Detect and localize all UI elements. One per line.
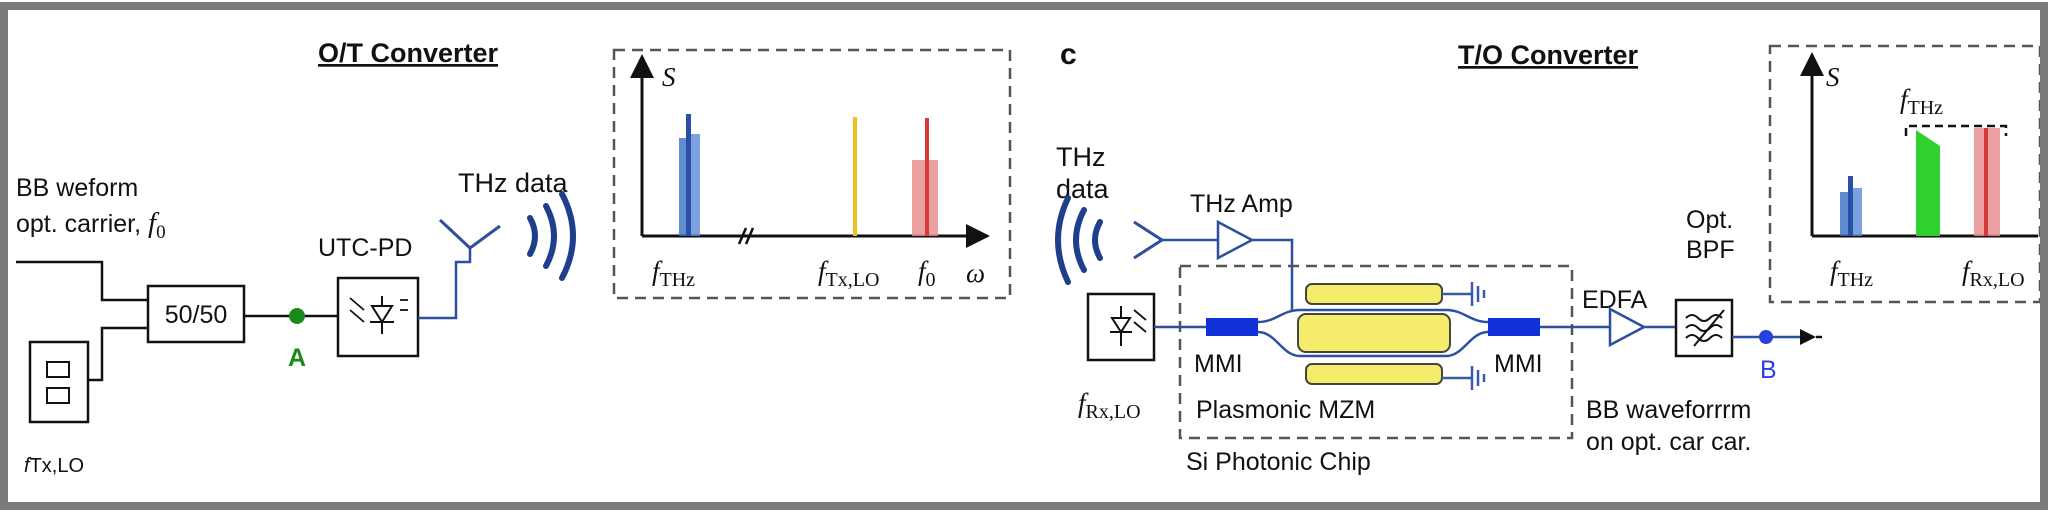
left-spec-yellow-line	[853, 117, 857, 236]
thz-data-label-right-1: THz	[1056, 142, 1106, 172]
plasmonic-mzm	[1297, 283, 1451, 385]
rx-antenna-icon	[1133, 220, 1163, 260]
right-spec-blue-bar-1	[1840, 192, 1850, 236]
splitter-label: 50/50	[165, 301, 228, 329]
mmi-right-label: MMI	[1494, 350, 1543, 378]
left-inset-label-fthz: fTHz	[652, 256, 695, 291]
mmi-left-label: MMI	[1194, 350, 1243, 378]
left-inset-label-ftxlo: fTx,LO	[818, 256, 879, 291]
tx-lo-label: fTx,LO	[24, 455, 84, 477]
right-spec-blue-bar-2	[1848, 176, 1853, 236]
left-spec-blue-bar-1	[679, 138, 689, 236]
ot-converter: O/T Converter BB weform opt. carrier, f0…	[16, 38, 1012, 477]
si-photonic-chip-box	[1178, 264, 1574, 440]
mmi-left-block	[1206, 318, 1258, 336]
output-label-2: on opt. car car.	[1586, 428, 1751, 456]
pd-to-antenna-line	[418, 248, 472, 320]
plasmonic-mzm-label: Plasmonic MZM	[1196, 396, 1375, 424]
bpf-label-1: Opt.	[1686, 206, 1733, 234]
utc-pd-box	[336, 276, 420, 358]
edfa-icon	[1608, 306, 1647, 348]
point-a-dot	[289, 308, 305, 324]
right-spec-green-bar	[1916, 130, 1940, 236]
left-spec-red-line	[925, 118, 929, 236]
right-spec-blue-bar-3	[1853, 188, 1862, 236]
left-spec-blue-bar-3	[691, 134, 700, 236]
utc-pd-label: UTC-PD	[318, 234, 412, 262]
bb-waveform-label: BB weform	[16, 174, 138, 202]
edfa-label: EDFA	[1582, 286, 1648, 314]
right-spec-red-line	[1984, 128, 1988, 236]
left-inset-y-label: S	[662, 62, 676, 92]
right-inset-label-fthz: fTHz	[1830, 256, 1873, 291]
to-title: T/O Converter	[1458, 40, 1639, 70]
input-fiber	[16, 260, 148, 302]
laser-fiber	[88, 326, 148, 382]
ground-symbol-bottom-icon	[1442, 366, 1486, 390]
right-inset-bracket	[1904, 124, 2008, 136]
thz-amp-label: THz Amp	[1190, 190, 1293, 218]
left-inset-label-f0: f0	[918, 256, 936, 291]
to-converter: c T/O Converter THz data THz Amp Si Phot…	[1055, 38, 2042, 476]
ot-title: O/T Converter	[318, 38, 499, 68]
frame-right-edge	[2040, 2, 2048, 510]
mmi-right-block	[1488, 318, 1540, 336]
point-b-dot	[1759, 330, 1773, 344]
left-spectrum-inset: S fTHz fTx,LO f0 ω	[612, 48, 1012, 300]
optical-bpf-box	[1674, 298, 1734, 358]
point-b-label: B	[1760, 356, 1777, 384]
mzm-center-electrode	[1297, 313, 1451, 353]
thz-amp-icon	[1216, 219, 1255, 261]
panel-letter-c: c	[1060, 38, 1077, 71]
thz-incoming-waves-icon	[1055, 195, 1103, 285]
right-inset-top-label: fTHz	[1900, 84, 1943, 119]
ground-symbol-top-icon	[1442, 282, 1486, 306]
amp-to-mzm-line	[1252, 238, 1294, 310]
mzm-lower-arm	[1257, 330, 1489, 358]
thz-data-label-left: THz data	[458, 168, 569, 198]
output-label-1: BB waveforrrm	[1586, 396, 1751, 424]
right-inset-label-frxlo: fRx,LO	[1962, 256, 2025, 291]
si-photonic-chip-label: Si Photonic Chip	[1186, 448, 1371, 476]
point-a-label: A	[288, 344, 306, 372]
rx-lo-label: fRx,LO	[1078, 388, 1141, 423]
mzm-bottom-electrode	[1305, 363, 1443, 385]
rx-lo-source-box	[1086, 292, 1156, 362]
thz-emission-waves-icon	[527, 191, 576, 281]
optical-carrier-label: opt. carrier, f0	[16, 207, 166, 243]
left-inset-x-label: ω	[966, 258, 985, 288]
tx-antenna-icon	[438, 218, 501, 250]
output-arrow-icon	[1800, 329, 1816, 345]
mzm-upper-arm	[1257, 308, 1489, 324]
splitter-50-50	[146, 284, 246, 344]
tx-lo-laser	[28, 340, 90, 424]
right-inset-y-label: S	[1826, 62, 1840, 92]
mzm-top-electrode	[1305, 283, 1443, 305]
bpf-label-2: BPF	[1686, 236, 1735, 264]
left-spec-blue-bar-2	[686, 114, 691, 236]
right-spectrum-inset: S fTHz fTHz fRx,LO	[1768, 44, 2042, 304]
